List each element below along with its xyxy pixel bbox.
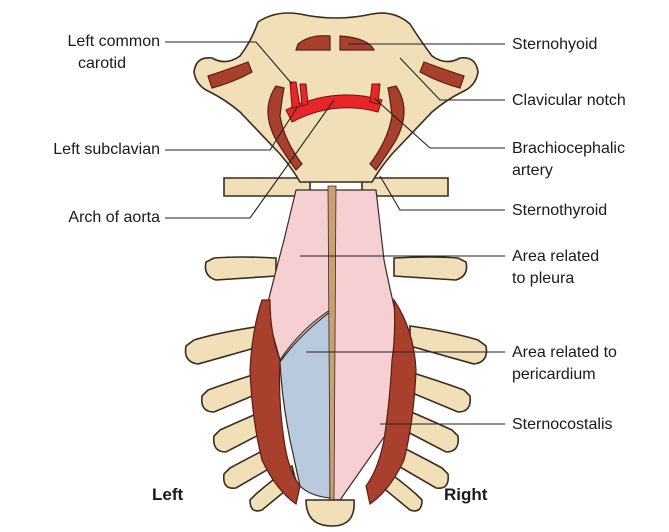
rib-right-3 (410, 326, 487, 364)
label-pleura-line1: Area related (512, 248, 599, 265)
label-pericardium-line2: pericardium (512, 366, 596, 383)
label-left-subclavian: Left subclavian (53, 141, 160, 158)
label-clavicular-notch: Clavicular notch (512, 92, 626, 109)
left-subclavian-artery (300, 84, 308, 106)
rib-right-2 (394, 257, 467, 280)
rib-right-4 (410, 372, 470, 412)
label-pericardium-line1: Area related to (512, 344, 617, 361)
label-left-common-carotid-line2: carotid (78, 55, 126, 72)
label-pleura-line2: to pleura (512, 270, 574, 287)
rib-left-2 (205, 257, 276, 280)
label-sternocostalis: Sternocostalis (512, 416, 613, 433)
label-brachiocephalic-line1: Brachiocephalic (512, 140, 625, 157)
label-brachiocephalic-line2: artery (512, 162, 553, 179)
xiphoid (306, 500, 354, 526)
brachiocephalic-artery (370, 84, 380, 104)
label-sternothyroid: Sternothyroid (512, 202, 607, 219)
label-left-side: Left (152, 485, 184, 504)
label-left-common-carotid-line1: Left common (68, 33, 160, 50)
label-right-side: Right (444, 485, 488, 504)
label-sternohyoid: Sternohyoid (512, 36, 597, 53)
label-arch-of-aorta: Arch of aorta (68, 209, 160, 226)
